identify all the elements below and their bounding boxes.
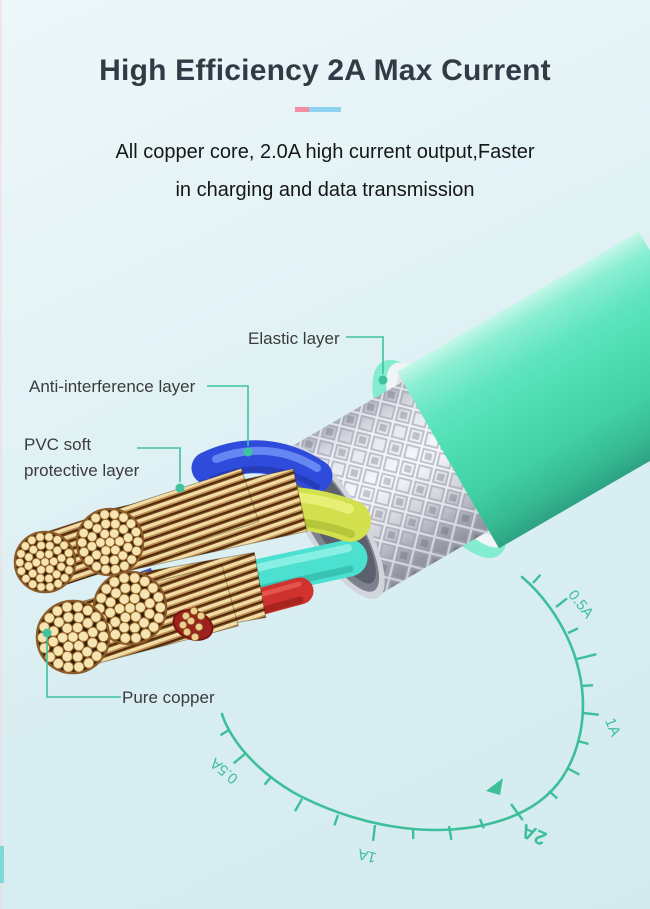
leader-line-pvc [137,447,181,482]
leader-line-elastic [346,336,384,374]
subtitle-line-2: in charging and data transmission [175,179,475,201]
cable-cutaway [13,231,650,675]
cable-jacket [397,231,650,549]
gauge-label-2a: 2A [518,819,550,849]
gauge-label-left-0_5a: 0.5A [207,754,242,787]
divider-blue-segment [309,107,341,112]
gauge-label-right-0_5a: 0.5A [564,587,596,622]
left-edge-pink-strip [0,0,2,909]
gauge-pointer-icon [486,778,503,795]
callout-elastic-layer: Elastic layer [248,329,340,348]
gauge-arc [220,575,585,832]
callout-dot-pure-copper [42,628,52,638]
leader-line-anti-interference [207,385,249,446]
callout-dot-elastic [378,375,388,385]
left-edge-teal-strip [0,846,4,883]
callout-pvc-protective-layer: PVC soft protective layer [24,432,139,484]
leader-line-pure-copper [46,638,121,698]
red-wire-open-end [172,606,214,642]
gauge-label-right-1a: 1A [601,715,624,738]
subtitle: All copper core, 2.0A high current outpu… [0,133,650,209]
copper-bundle-face [92,570,168,646]
callout-dot-pvc [175,483,185,493]
subtitle-line-1: All copper core, 2.0A high current outpu… [115,141,535,163]
title-divider [295,107,341,112]
copper-bundle-face [35,599,111,675]
gauge-ticks [219,573,600,842]
gauge-label-left-1a: 1A [356,845,378,866]
callout-pure-copper: Pure copper [122,688,215,707]
callout-pvc-line-1: PVC soft [24,435,92,454]
copper-bundle-face [13,530,77,594]
divider-pink-segment [295,107,309,112]
callout-dot-anti-interference [243,447,253,457]
current-gauge: 0.5A 1A 2A 1A 0.5A [207,573,624,866]
copper-bundle-face [75,507,145,577]
callout-leaders [42,336,388,698]
callout-anti-interference-layer: Anti-interference layer [29,377,196,396]
callout-pvc-line-2: protective layer [24,461,140,480]
page-title: High Efficiency 2A Max Current [99,54,551,87]
